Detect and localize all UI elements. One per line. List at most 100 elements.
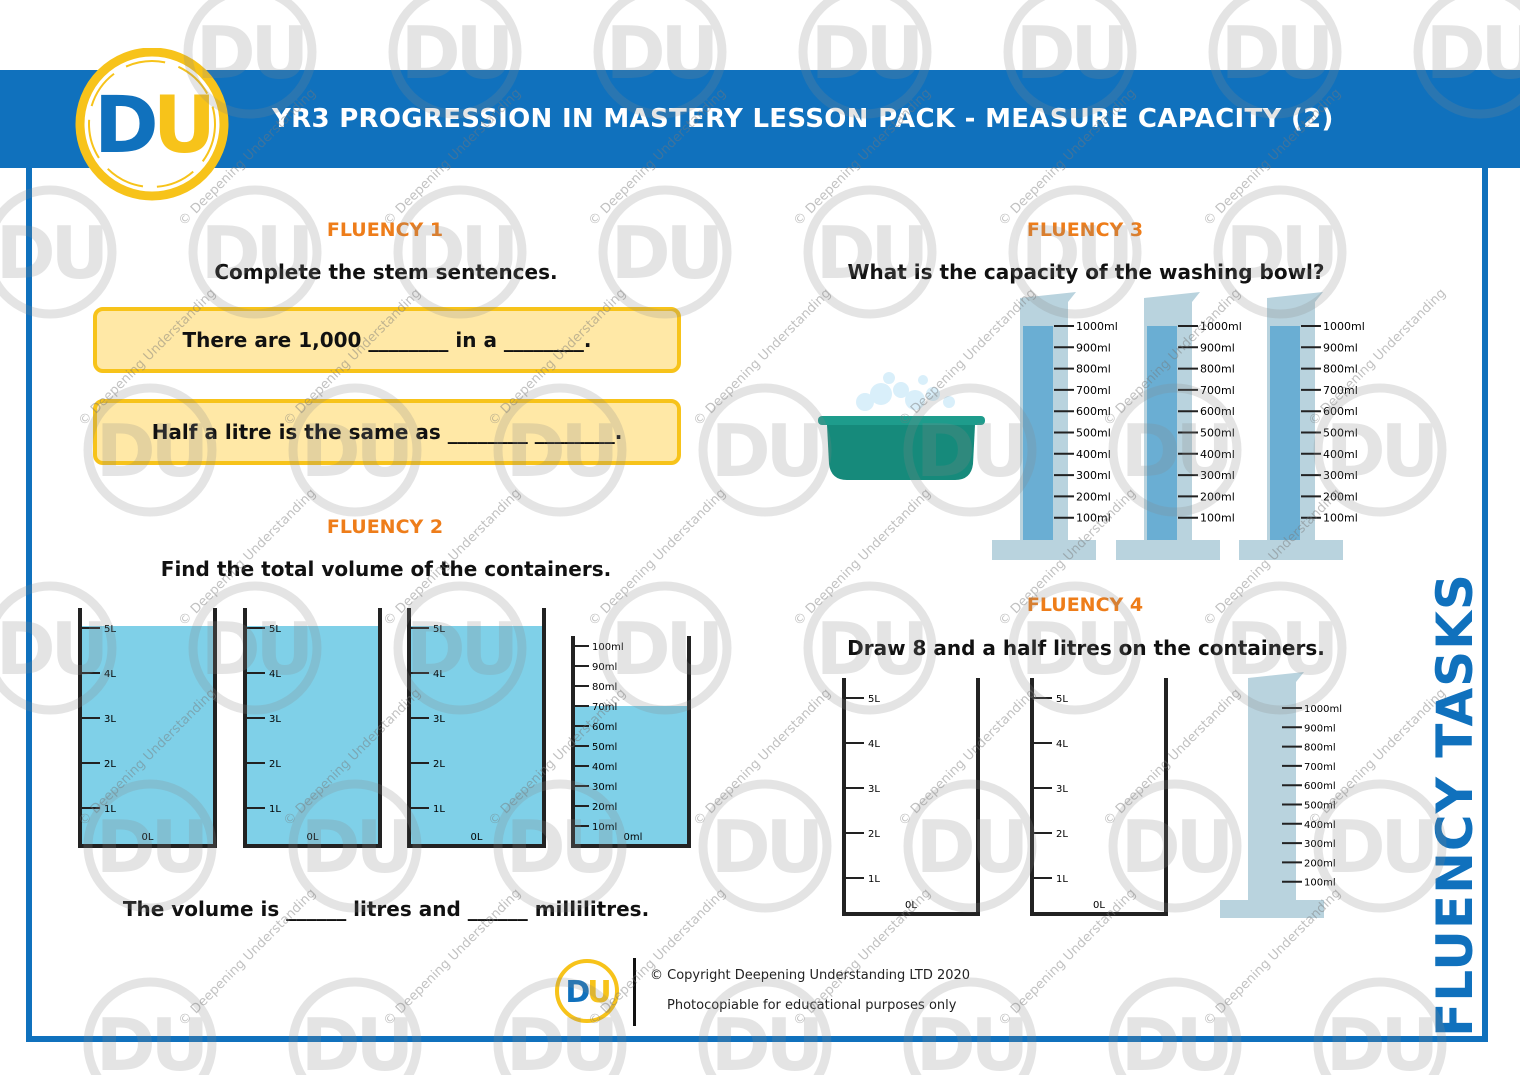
- f2-beaker-2-water: [245, 626, 380, 846]
- f3-cylinder-3-label: 600ml: [1323, 405, 1358, 418]
- f2-beaker-1-label: 1L: [104, 804, 116, 815]
- stem-sentence-1[interactable]: There are 1,000 ________ in a ________.: [93, 307, 681, 373]
- f3-cylinder-2-label: 500ml: [1200, 427, 1235, 440]
- f4-beaker-2-label: 3L: [1056, 784, 1068, 795]
- f2-beaker-1-outline: [78, 608, 217, 848]
- f3-cylinder-2-label: 300ml: [1200, 469, 1235, 482]
- f3-cylinder-2-label: 1000ml: [1200, 320, 1242, 333]
- f4-beaker-2-label: 5L: [1056, 694, 1068, 705]
- svg-text:DU: DU: [565, 975, 609, 1010]
- f2-ml-label: 60ml: [592, 722, 617, 733]
- f4-cylinder-label: 700ml: [1304, 762, 1336, 773]
- f3-cylinder-3-base: [1239, 540, 1343, 560]
- f2-beaker-3-label: 3L: [433, 714, 445, 725]
- f2-ml-label-zero: 0ml: [624, 832, 643, 843]
- f2-ml-label: 80ml: [592, 682, 617, 693]
- f4-cylinder-label: 100ml: [1304, 878, 1336, 889]
- f4-beaker-2-outline: [1030, 678, 1168, 916]
- f2-beaker-1-label: 3L: [104, 714, 116, 725]
- f3-cylinder-2-label: 900ml: [1200, 341, 1235, 354]
- f3-cylinder-1-label: 500ml: [1076, 427, 1111, 440]
- f2-ml-label: 10ml: [592, 822, 617, 833]
- f2-beaker-1-label: 5L: [104, 624, 116, 635]
- f2-beaker-3-label: 2L: [433, 759, 445, 770]
- f3-cylinder-2-base: [1116, 540, 1220, 560]
- f3-cylinder-3-label: 700ml: [1323, 384, 1358, 397]
- f3-cylinder-3-label: 500ml: [1323, 427, 1358, 440]
- f2-ml-label: 100ml: [592, 642, 624, 653]
- f2-beaker-2-label: 3L: [269, 714, 281, 725]
- f3-cylinder-3-label: 300ml: [1323, 469, 1358, 482]
- f2-ml-label: 90ml: [592, 662, 617, 673]
- fluency2-instruction: Find the total volume of the containers.: [160, 557, 612, 581]
- f4-cylinder-label: 500ml: [1304, 801, 1336, 812]
- f3-cylinder-2-liquid: [1147, 326, 1177, 540]
- f4-cylinder-label: 1000ml: [1304, 704, 1342, 715]
- f3-cylinder-3-label: 400ml: [1323, 448, 1358, 461]
- f2-beaker-1-label: 2L: [104, 759, 116, 770]
- f4-beaker-2-label-zero: 0L: [1093, 900, 1105, 911]
- f3-cylinder-1-label: 300ml: [1076, 469, 1111, 482]
- f3-cylinder-2-label: 600ml: [1200, 405, 1235, 418]
- fluency1-title: FLUENCY 1: [326, 219, 444, 241]
- f3-cylinder-1-base: [992, 540, 1096, 560]
- f4-beaker-1-label: 3L: [868, 784, 880, 795]
- f2-beaker-2-outline: [243, 608, 382, 848]
- f4-cylinder-label: 600ml: [1304, 781, 1336, 792]
- f4-beaker-2-label: 2L: [1056, 829, 1068, 840]
- f2-beaker-3-label-zero: 0L: [471, 832, 483, 843]
- f4-beaker-2-label: 4L: [1056, 739, 1068, 750]
- fluency2-title: FLUENCY 2: [326, 516, 444, 538]
- f4-cylinder-label: 300ml: [1304, 839, 1336, 850]
- f3-cylinder-2-label: 100ml: [1200, 512, 1235, 525]
- footer-logo: DU: [555, 959, 619, 1023]
- f2-beaker-1-label-zero: 0L: [142, 832, 154, 843]
- f3-cylinder-3-label: 900ml: [1323, 341, 1358, 354]
- f2-beaker-3-label: 5L: [433, 624, 445, 635]
- stem-sentence-2-text: Half a litre is the same as ________ ___…: [151, 420, 623, 444]
- f3-cylinder-1-label: 100ml: [1076, 512, 1111, 525]
- fluency4-title: FLUENCY 4: [1026, 594, 1144, 616]
- f3-cylinder-1-label: 700ml: [1076, 384, 1111, 397]
- f2-beaker-3-label: 1L: [433, 804, 445, 815]
- f4-cylinder-label: 400ml: [1304, 820, 1336, 831]
- side-label-text: FLUENCY TASKS: [1426, 573, 1484, 1037]
- f2-ml-label: 50ml: [592, 742, 617, 753]
- f4-beaker-1-outline: [842, 678, 980, 916]
- stem-sentence-1-text: There are 1,000 ________ in a ________.: [182, 328, 592, 352]
- page-frame: [26, 168, 1488, 1042]
- f2-beaker-2-label-zero: 0L: [307, 832, 319, 843]
- f4-beaker-1-label: 1L: [868, 874, 880, 885]
- f3-cylinder-2-label: 400ml: [1200, 448, 1235, 461]
- f2-ml-beaker-outline: [571, 636, 691, 848]
- f2-ml-label: 70ml: [592, 702, 617, 713]
- f3-cylinder-2-label: 800ml: [1200, 363, 1235, 376]
- f3-cylinder-1-label: 900ml: [1076, 341, 1111, 354]
- side-label: FLUENCY TASKS: [1426, 570, 1484, 1040]
- f2-ml-label: 40ml: [592, 762, 617, 773]
- f3-cylinder-3-label: 1000ml: [1323, 320, 1365, 333]
- f2-ml-beaker-water: [573, 706, 689, 846]
- f2-ml-label: 30ml: [592, 782, 617, 793]
- f4-beaker-1-label: 5L: [868, 694, 880, 705]
- f2-ml-label: 20ml: [592, 802, 617, 813]
- f3-cylinder-2-label: 200ml: [1200, 490, 1235, 503]
- footer-note: Photocopiable for educational purposes o…: [667, 998, 957, 1013]
- f2-beaker-2-label: 1L: [269, 804, 281, 815]
- f4-beaker-1-label: 4L: [868, 739, 880, 750]
- fluency2-containers: 5L4L3L2L1L0L5L4L3L2L1L0L5L4L3L2L1L0L100m…: [78, 608, 691, 848]
- f3-cylinder-2-label: 700ml: [1200, 384, 1235, 397]
- fluency4-containers[interactable]: 5L4L3L2L1L0L5L4L3L2L1L0L1000ml900ml800ml…: [830, 672, 1350, 922]
- f4-cylinder-label: 900ml: [1304, 723, 1336, 734]
- fluency2-answer: The volume is ______ litres and ______ m…: [122, 897, 650, 921]
- fluency3-title: FLUENCY 3: [1026, 219, 1144, 241]
- stem-sentence-2[interactable]: Half a litre is the same as ________ ___…: [93, 399, 681, 465]
- f3-cylinder-3-label: 200ml: [1323, 490, 1358, 503]
- f2-beaker-2-label: 4L: [269, 669, 281, 680]
- header-bar: [0, 70, 1520, 168]
- fluency3-cylinders: 1000ml 900ml 800ml 700ml 600ml 500ml 400ml 300m…: [992, 292, 1365, 560]
- f2-beaker-2-label: 2L: [269, 759, 281, 770]
- fluency3-instruction: What is the capacity of the washing bowl…: [847, 260, 1325, 284]
- f4-beaker-1-label-zero: 0L: [905, 900, 917, 911]
- washing-bowl: [818, 372, 985, 480]
